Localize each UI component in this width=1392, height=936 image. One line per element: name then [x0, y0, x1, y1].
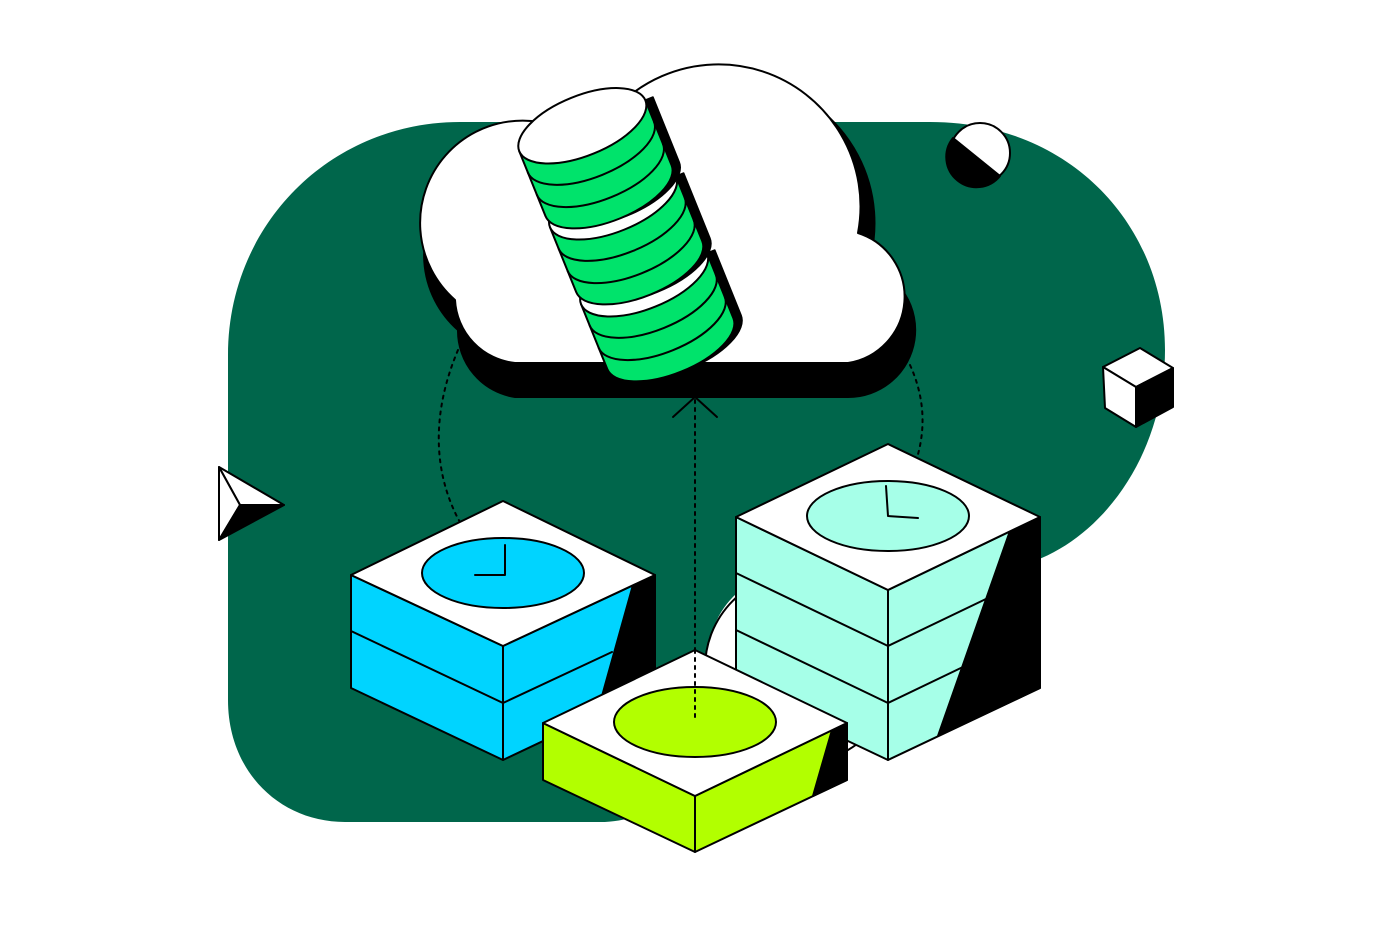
half-sphere-icon — [945, 122, 1011, 189]
clock-hands-left — [474, 544, 506, 576]
pyramid-icon — [218, 466, 285, 541]
server-blue-dial — [421, 537, 585, 609]
server-mint-icon — [735, 443, 1041, 761]
clock-hands-right — [885, 485, 919, 519]
server-lime-icon — [542, 649, 848, 853]
upload-arrow-icon — [672, 396, 718, 418]
cube-icon — [1102, 347, 1174, 428]
server-lime-dial — [613, 686, 777, 758]
database-stack-icon — [517, 87, 743, 383]
sync-line-right — [887, 364, 924, 516]
